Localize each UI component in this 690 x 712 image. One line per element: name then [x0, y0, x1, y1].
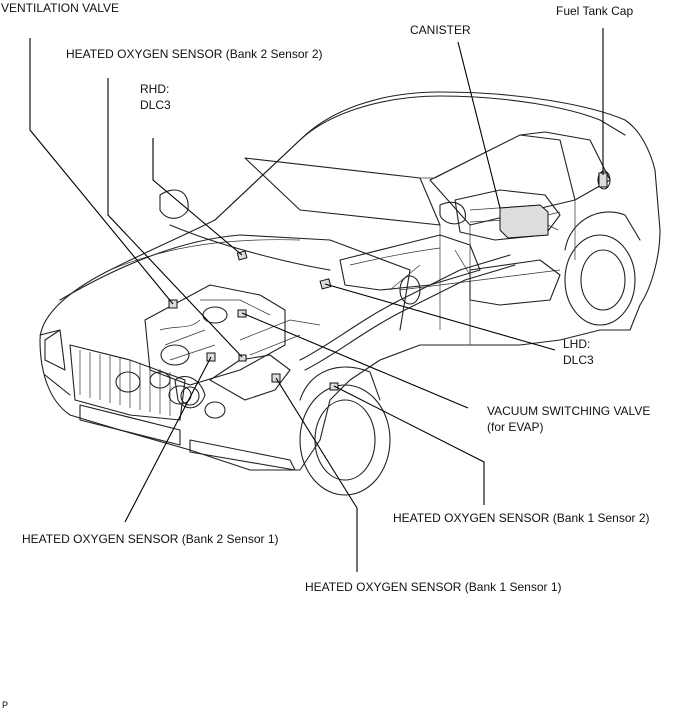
label-canister: CANISTER: [410, 23, 471, 37]
label-rhd-dlc3-line1: RHD:: [140, 82, 170, 96]
corner-mark: P: [2, 700, 9, 710]
leader-canister: [457, 41, 501, 209]
fuel-tank-cap-part: [598, 172, 608, 188]
leader-ventilation-valve: [29, 38, 174, 305]
label-lhd-dlc3-line1: LHD:: [563, 337, 591, 351]
leader-lines: [29, 28, 604, 572]
label-vsv-line2: (for EVAP): [487, 420, 544, 434]
leader-ho2s-b1s2: [333, 385, 485, 505]
label-rhd-dlc3-line2: DLC3: [140, 98, 171, 112]
canister-part: [499, 204, 561, 239]
label-ventilation-valve: VENTILATION VALVE: [1, 1, 120, 15]
leader-ho2s-b1s1: [275, 377, 358, 572]
leader-ho2s-b2s1: [124, 356, 212, 523]
label-lhd-dlc3-line2: DLC3: [563, 353, 594, 367]
exhaust-system: [299, 234, 561, 371]
label-vsv-line1: VACUUM SWITCHING VALVE: [487, 404, 651, 418]
car-body: [39, 91, 661, 496]
ho2s-b2s2-part: [238, 354, 247, 362]
label-fuel-tank-cap: Fuel Tank Cap: [556, 4, 634, 18]
leader-ho2s-b2s2: [107, 78, 243, 358]
leader-vsv: [241, 312, 469, 409]
label-ho2s-bank1-sensor2: HEATED OXYGEN SENSOR (Bank 1 Sensor 2): [393, 511, 650, 525]
label-ho2s-bank2-sensor1: HEATED OXYGEN SENSOR (Bank 2 Sensor 1): [22, 532, 279, 546]
engine-bay: [144, 284, 321, 419]
label-ho2s-bank2-sensor2: HEATED OXYGEN SENSOR (Bank 2 Sensor 2): [66, 47, 323, 61]
leader-lhd-dlc3: [324, 283, 556, 351]
leader-rhd-dlc3: [152, 138, 243, 256]
label-ho2s-bank1-sensor1: HEATED OXYGEN SENSOR (Bank 1 Sensor 1): [305, 580, 562, 594]
